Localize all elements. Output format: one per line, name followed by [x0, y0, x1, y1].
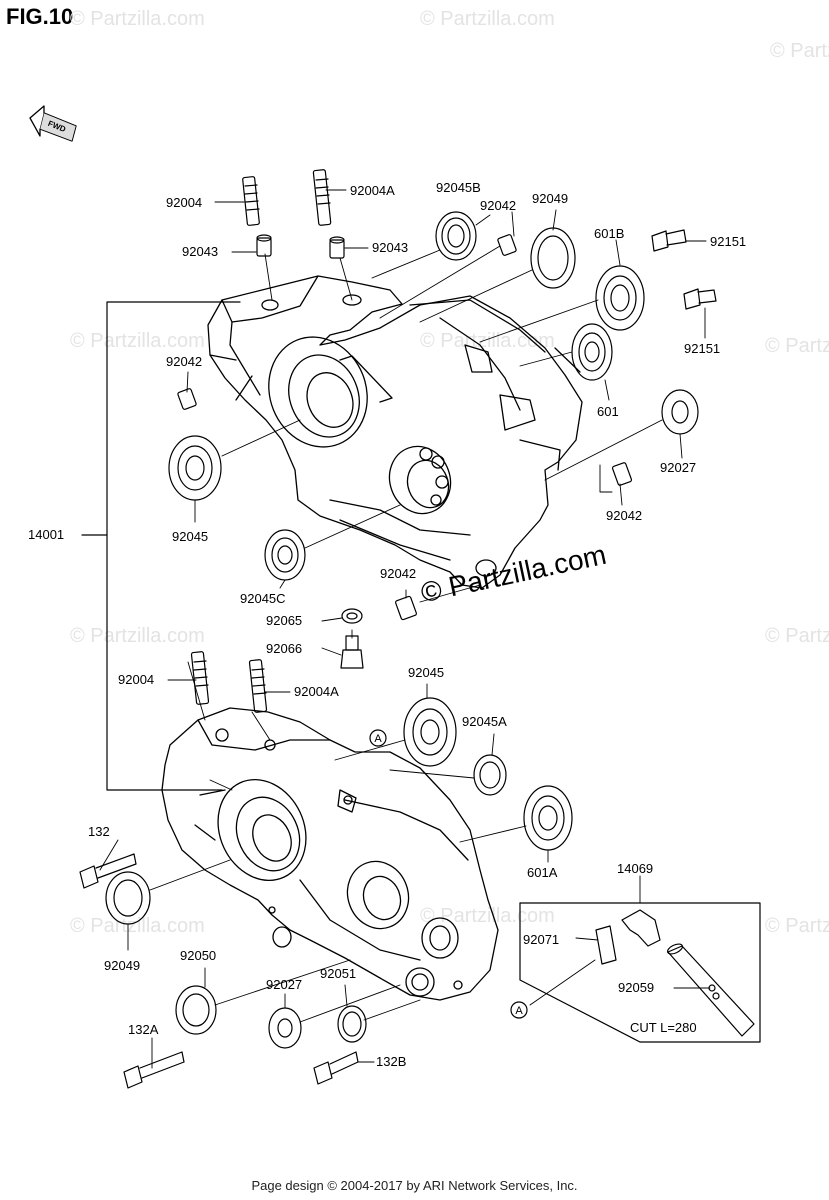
part-label-92045b: 92045B: [436, 180, 481, 195]
breather-kit-14069: [519, 902, 761, 1043]
bearing-92045-left: [168, 435, 222, 501]
part-label-14001: 14001: [28, 527, 64, 542]
part-label-92027: 92027: [266, 977, 302, 992]
callout-circle-a2: [510, 1001, 528, 1019]
part-label-92045c: 92045C: [240, 591, 286, 606]
callout-a1: A: [374, 733, 382, 745]
dowel-92042-top: [497, 234, 517, 256]
part-label-92042: 92042: [380, 566, 416, 581]
bolt-132: [79, 853, 137, 889]
watermark-text: © Partzilla.com: [420, 905, 555, 927]
part-labels: 92004 92004A 92043 92043 92045B 92042 92…: [28, 180, 746, 1069]
part-label-132b: 132B: [376, 1054, 406, 1069]
part-label-92045: 92045: [408, 665, 444, 680]
part-label-92043: 92043: [182, 244, 218, 259]
watermark-text: © Partzilla.com: [765, 335, 829, 357]
upper-crankcase-half: [207, 275, 583, 589]
watermark-text: © Partzilla.com: [765, 625, 829, 647]
bearing-601B: [595, 265, 645, 331]
part-label-92071: 92071: [523, 932, 559, 947]
fwd-arrow-icon: [29, 105, 77, 142]
seal-92051: [337, 1005, 367, 1043]
drain-bolt-92066: [340, 635, 364, 669]
bolt-92151-a: [651, 229, 687, 252]
washer-92027-low: [268, 1007, 302, 1049]
part-label-92004: 92004: [166, 195, 202, 210]
watermark-text: © Partzilla.com: [70, 8, 205, 30]
part-label-92042: 92042: [166, 354, 202, 369]
stud-92004A-low: [248, 659, 268, 713]
watermark-text: © Partzilla.com: [420, 330, 555, 352]
part-label-92043: 92043: [372, 240, 408, 255]
part-label-92045: 92045: [172, 529, 208, 544]
bolt-92151-b: [683, 288, 717, 310]
part-label-601b: 601B: [594, 226, 624, 241]
page-footer: Page design © 2004-2017 by ARI Network S…: [251, 1178, 578, 1193]
part-label-92051: 92051: [320, 966, 356, 981]
dowel-92042-mid: [395, 595, 417, 621]
seal-92050: [175, 985, 217, 1035]
part-label-601: 601: [597, 404, 619, 419]
leader-lines: [99, 189, 711, 1069]
stud-92004A-top: [312, 169, 332, 226]
cut-length-label: CUT L=280: [630, 1020, 697, 1035]
watermark-text: © Partzilla.com: [765, 915, 829, 937]
watermark-text: © Partzilla.com: [70, 915, 205, 937]
part-label-601a: 601A: [527, 865, 558, 880]
watermark-text: © Partzilla.com: [770, 40, 829, 62]
watermark-text: © Partzilla.com: [70, 330, 205, 352]
washer-92065: [341, 608, 363, 624]
watermark-text: © Partzilla.com: [70, 625, 205, 647]
washer-92027-right: [661, 389, 699, 435]
lower-crankcase-half: [161, 707, 499, 1001]
stud-92004-top: [242, 176, 260, 226]
bracket-14001: [81, 301, 241, 791]
callout-a2: A: [515, 1005, 523, 1017]
part-label-92050: 92050: [180, 948, 216, 963]
part-label-92049: 92049: [104, 958, 140, 973]
part-label-132: 132: [88, 824, 110, 839]
bolt-132A: [123, 1051, 185, 1089]
bearing-92045-low: [403, 697, 457, 767]
part-label-14069: 14069: [617, 861, 653, 876]
part-label-92059: 92059: [618, 980, 654, 995]
assembly-axis-lines: [149, 245, 663, 1023]
dowel-92042-right: [611, 462, 633, 486]
watermark-text: © Partzilla.com: [420, 8, 555, 30]
part-label-92049: 92049: [532, 191, 568, 206]
seal-92049-top: [530, 227, 576, 289]
part-label-92066: 92066: [266, 641, 302, 656]
bearing-601A: [523, 785, 573, 851]
seal-92049-low: [105, 871, 151, 925]
part-label-92004: 92004: [118, 672, 154, 687]
part-label-132a: 132A: [128, 1022, 159, 1037]
callout-circle-a1: [369, 729, 387, 747]
bolt-132B: [313, 1051, 359, 1085]
part-label-92004a: 92004A: [350, 183, 395, 198]
part-label-92042: 92042: [606, 508, 642, 523]
dowel-92043-left: [256, 234, 272, 257]
bearing-601: [571, 323, 613, 381]
dowel-92043-right: [329, 236, 345, 259]
part-label-92151: 92151: [710, 234, 746, 249]
part-label-92042: 92042: [480, 198, 516, 213]
part-label-92004a: 92004A: [294, 684, 339, 699]
part-label-92065: 92065: [266, 613, 302, 628]
part-label-92027: 92027: [660, 460, 696, 475]
bearing-92045B: [435, 211, 477, 261]
bearing-92045A: [473, 754, 507, 796]
figure-title: FIG.10: [6, 4, 74, 29]
dowel-92042-left: [177, 388, 197, 410]
stud-92004-low: [190, 651, 210, 705]
part-label-92045a: 92045A: [462, 714, 507, 729]
bearing-92045C: [264, 529, 306, 581]
part-label-92151: 92151: [684, 341, 720, 356]
